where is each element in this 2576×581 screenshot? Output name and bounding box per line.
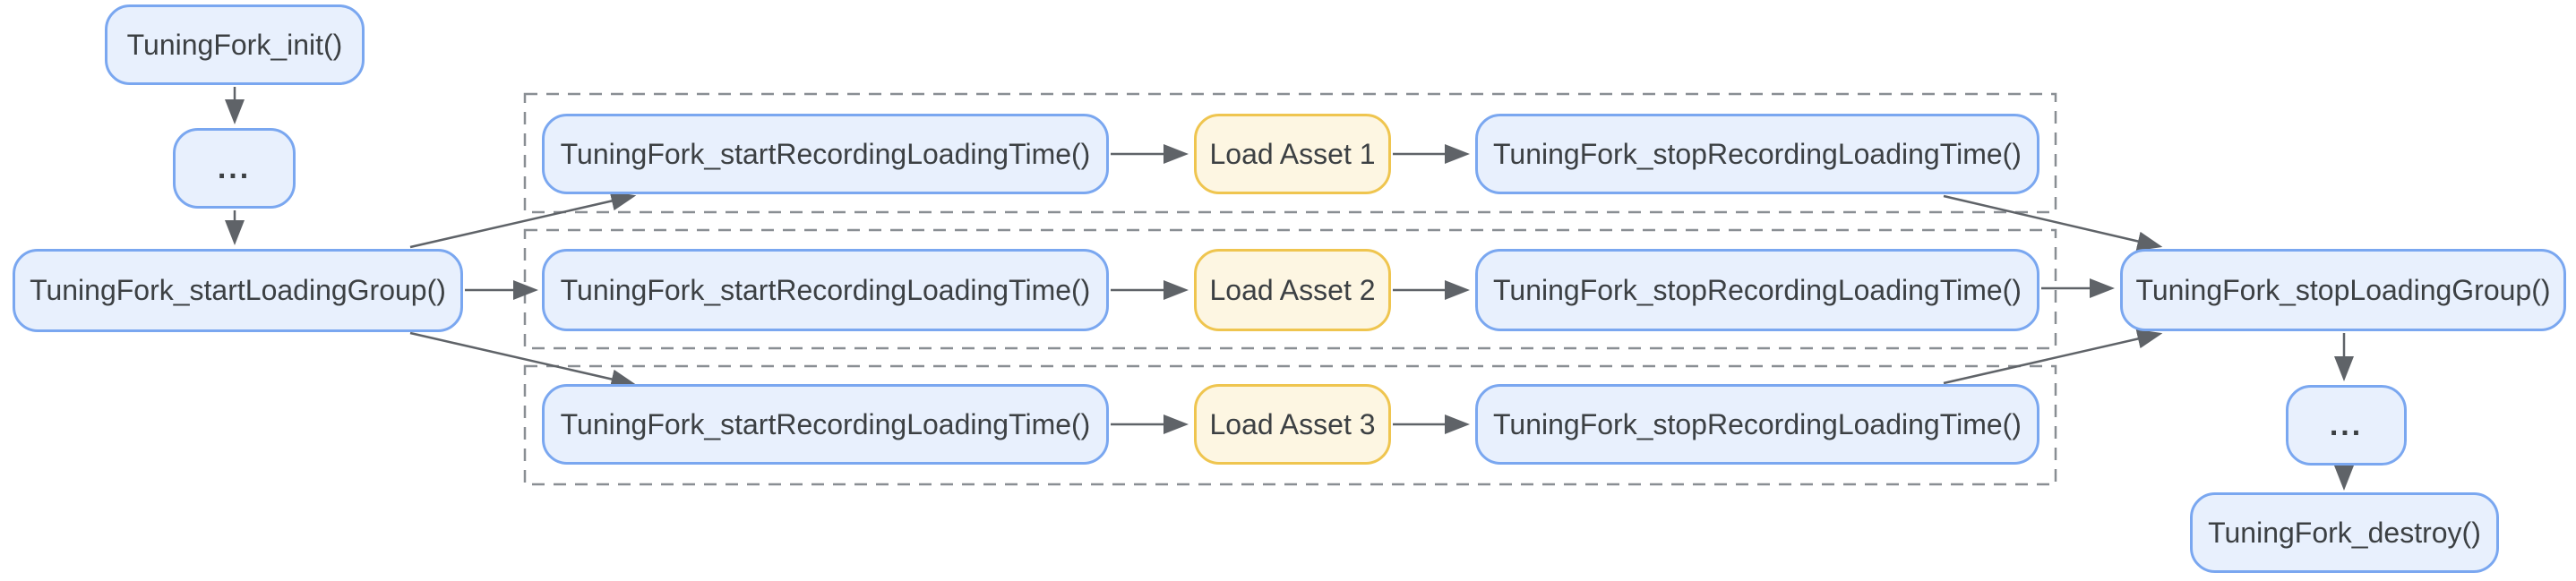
node-stop-loading-group: TuningFork_stopLoadingGroup() <box>2120 249 2566 331</box>
node-stop-recording-2: TuningFork_stopRecordingLoadingTime() <box>1475 249 2039 331</box>
node-stop-recording-1: TuningFork_stopRecordingLoadingTime() <box>1475 114 2039 194</box>
group-frame-asset-2 <box>523 228 2057 350</box>
node-load-asset-3: Load Asset 3 <box>1194 384 1391 465</box>
arrow-start-group-to-row3 <box>409 331 637 389</box>
node-start-recording-1: TuningFork_startRecordingLoadingTime() <box>542 114 1109 194</box>
node-load-asset-2: Load Asset 2 <box>1194 249 1391 331</box>
arrow-start-group-to-row1 <box>409 191 637 249</box>
arrow-row3-to-stop-group <box>1943 329 2163 385</box>
node-load-asset-1: Load Asset 1 <box>1194 114 1391 194</box>
node-ellipsis-bottom: ... <box>2286 385 2407 466</box>
node-start-recording-2: TuningFork_startRecordingLoadingTime() <box>542 249 1109 331</box>
group-frame-asset-1 <box>523 92 2057 214</box>
node-destroy: TuningFork_destroy() <box>2190 492 2499 573</box>
node-stop-recording-3: TuningFork_stopRecordingLoadingTime() <box>1475 384 2039 465</box>
node-ellipsis-top: ... <box>173 128 296 209</box>
arrow-row1-to-stop-group <box>1943 194 2163 252</box>
node-start-recording-3: TuningFork_startRecordingLoadingTime() <box>542 384 1109 465</box>
node-start-loading-group: TuningFork_startLoadingGroup() <box>13 249 463 332</box>
node-init: TuningFork_init() <box>105 4 365 85</box>
group-frame-asset-3 <box>523 364 2057 486</box>
